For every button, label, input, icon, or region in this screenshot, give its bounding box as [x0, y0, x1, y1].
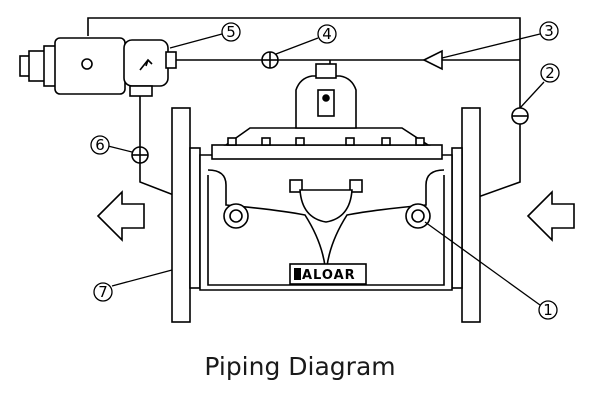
left-flange [171, 107, 191, 323]
callout-leaders [107, 33, 545, 306]
top-pipe-loop [87, 17, 521, 217]
callout-circles [90, 21, 560, 320]
callout-2-label: 2 [545, 64, 555, 82]
callout-1 [538, 300, 558, 320]
cover-flange [211, 144, 443, 160]
callout-6-label: 6 [95, 136, 105, 154]
isolation-valve-symbol [131, 146, 149, 164]
callout-7-label: 7 [98, 283, 108, 301]
callout-6 [90, 135, 110, 155]
callout-7 [93, 282, 113, 302]
brand-plate-text: ALOAR [302, 268, 356, 283]
brand-plate [289, 263, 367, 285]
pressure-ports [223, 203, 431, 229]
callout-4 [317, 24, 337, 44]
outlet-flow-arrow [96, 190, 145, 242]
callout-3 [539, 21, 559, 41]
main-valve [171, 63, 481, 323]
callout-4-label: 4 [322, 25, 332, 43]
ball-valve-symbol [261, 51, 279, 69]
callout-3-label: 3 [544, 22, 554, 40]
inlet-flow-arrow [526, 190, 575, 242]
needle-valve-symbol [511, 107, 529, 125]
callout-5 [221, 22, 241, 42]
callout-2 [540, 63, 560, 83]
check-valve-symbol [422, 49, 443, 71]
callout-5-label: 5 [226, 23, 236, 41]
callout-1-label: 1 [543, 301, 553, 319]
pilot-valve [19, 37, 177, 97]
right-flange [461, 107, 481, 323]
diagram-caption: Piping Diagram [204, 352, 396, 381]
